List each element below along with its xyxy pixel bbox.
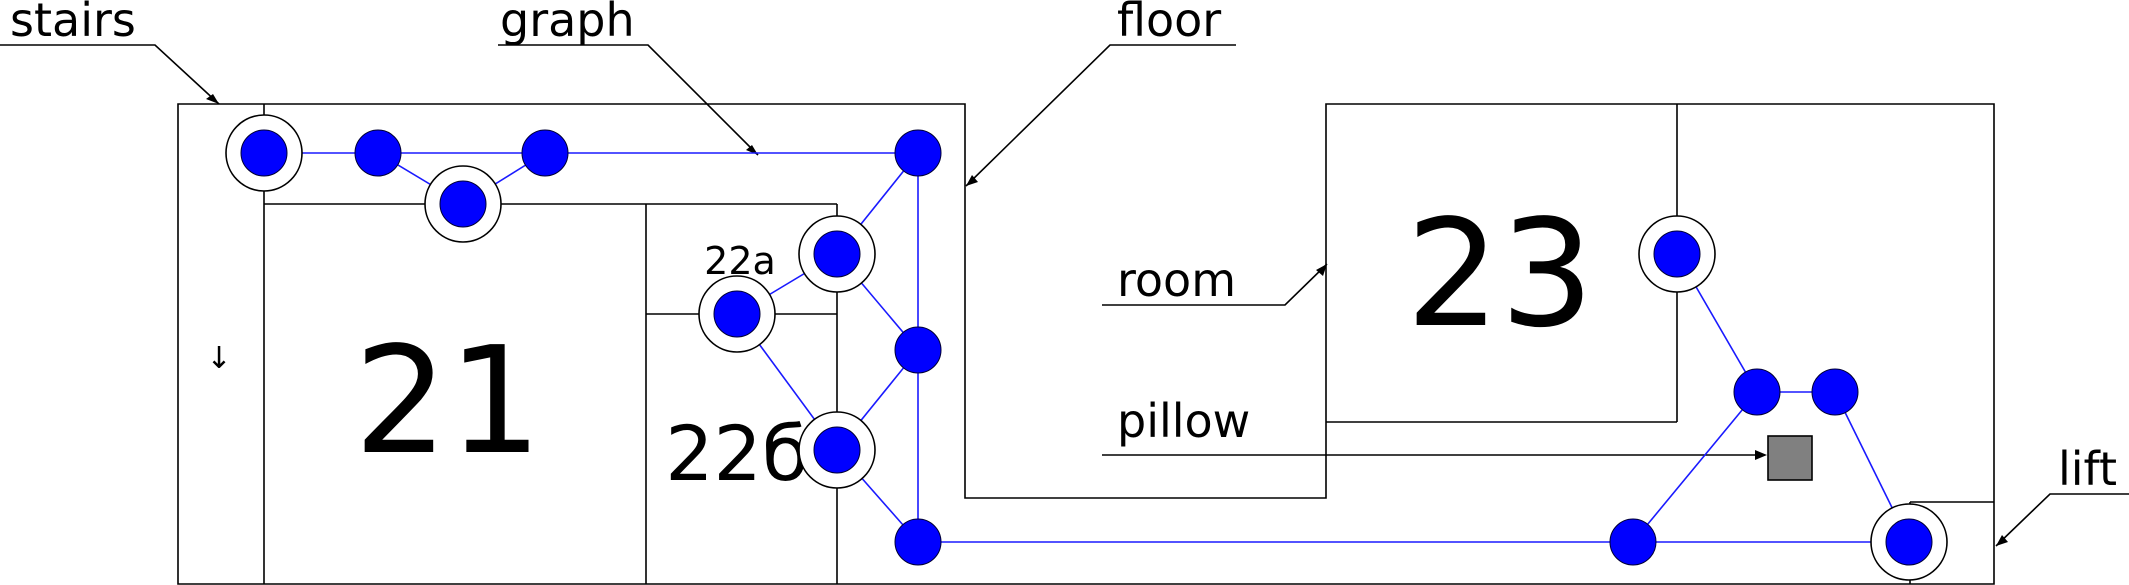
graph-edge: [1632, 391, 1758, 543]
room-22b-node: [813, 426, 861, 474]
corridor-node: [1733, 368, 1781, 416]
lift-node: [1885, 518, 1933, 566]
room-callout-label: room: [1117, 253, 1236, 307]
stairs-callout-label: stairs: [10, 0, 136, 47]
stairs-down-arrow-icon: ↓: [206, 341, 231, 376]
room-leader: [1102, 263, 1328, 306]
corridor-node: [354, 129, 402, 177]
lift-arrowhead: [1996, 535, 2008, 546]
corridor-node: [521, 129, 569, 177]
pillow-callout-label: pillow: [1117, 394, 1250, 448]
floor-leader: [965, 44, 1236, 187]
room-22a-node: [713, 290, 761, 338]
floor-left-outline: [177, 103, 1995, 585]
pillow-marker: [1767, 435, 1813, 481]
corridor-node: [894, 518, 942, 566]
room-23-label: 23: [1406, 188, 1594, 360]
pillow-arrowhead: [1755, 450, 1767, 460]
room-22-door-node: [813, 230, 861, 278]
room-21-node: [439, 180, 487, 228]
callout-leaders: [0, 44, 2129, 547]
lift-leader: [1995, 493, 2129, 547]
floor-callout-label: floor: [1117, 0, 1221, 47]
lift-callout-label: lift: [2058, 442, 2117, 496]
floor-arrowhead: [966, 175, 978, 186]
graph-nodes: [240, 129, 1933, 566]
room-23-node: [1653, 230, 1701, 278]
graph-leader: [498, 44, 759, 156]
stairs-node: [240, 129, 288, 177]
room-21-label: 21: [354, 315, 542, 487]
room-22b-label: 22б: [665, 409, 809, 498]
corridor-node: [1609, 518, 1657, 566]
graph-callout-label: graph: [500, 0, 635, 47]
corridor-node: [894, 129, 942, 177]
room-arrowhead: [1316, 264, 1327, 276]
corridor-node: [1811, 368, 1859, 416]
corridor-node: [894, 326, 942, 374]
stairs-arrowhead: [206, 94, 219, 104]
stairs-leader: [0, 44, 220, 105]
